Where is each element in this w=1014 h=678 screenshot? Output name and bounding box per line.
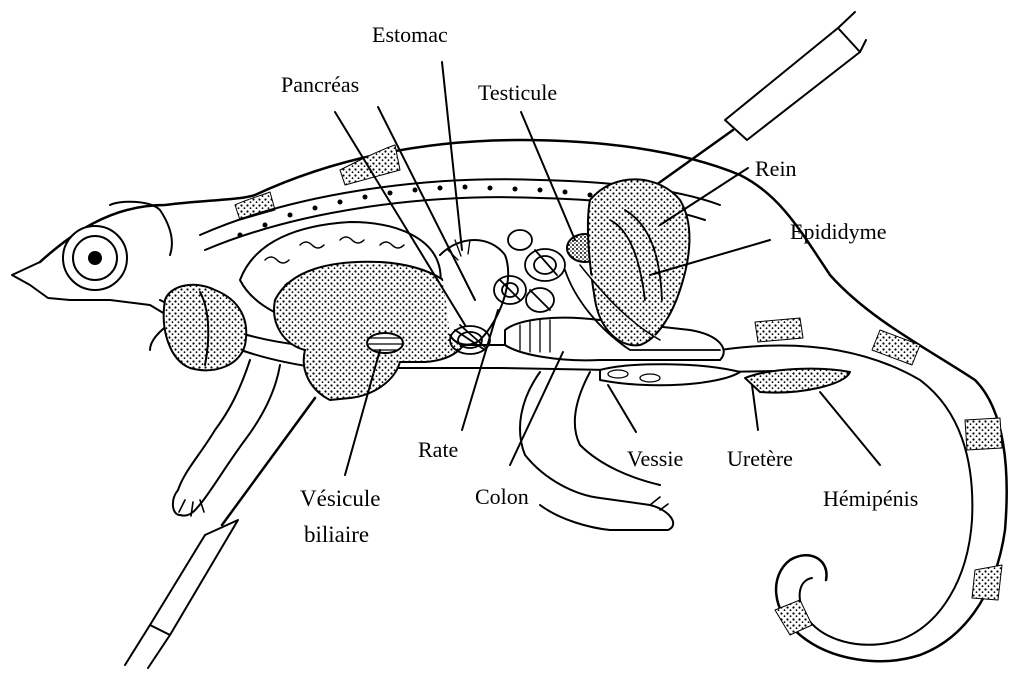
label-hemipenis: Hémipénis <box>823 486 918 512</box>
label-uretere: Uretère <box>727 446 793 472</box>
label-colon: Colon <box>475 484 529 510</box>
label-testicule: Testicule <box>478 80 557 106</box>
bladder <box>600 364 740 385</box>
label-vesicule-line2: biliaire <box>304 520 369 550</box>
front-leg <box>178 360 280 498</box>
label-vessie: Vessie <box>627 446 683 472</box>
heart <box>164 285 247 370</box>
label-pancreas: Pancréas <box>281 72 359 98</box>
forceps-top <box>628 12 866 205</box>
label-epididyme: Epididyme <box>790 219 887 245</box>
label-estomac: Estomac <box>372 22 448 48</box>
label-rate: Rate <box>418 437 458 463</box>
label-vesicule-line1: Vésicule <box>300 484 380 514</box>
label-rein: Rein <box>755 156 797 182</box>
forceps-bottom <box>125 398 315 668</box>
